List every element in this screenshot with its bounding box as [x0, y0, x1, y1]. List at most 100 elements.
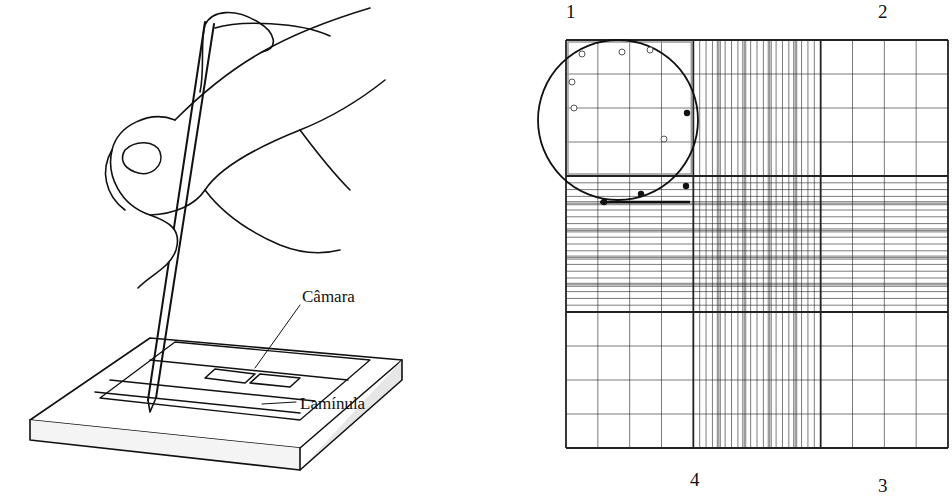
grid-line — [566, 447, 948, 449]
area-number: 2 — [878, 2, 888, 21]
grid-line — [821, 189, 948, 190]
part-name: Lamínula — [300, 395, 365, 412]
grid-line — [821, 228, 948, 229]
grid-line — [693, 196, 820, 197]
grid-line — [768, 312, 769, 448]
grid-line — [717, 176, 718, 312]
grid-line — [821, 286, 948, 287]
grid-line — [821, 201, 948, 202]
grid-line — [821, 223, 948, 224]
grid-line — [566, 286, 693, 287]
grid-line — [796, 312, 797, 448]
grid-line — [720, 176, 721, 312]
grid-line — [717, 312, 718, 448]
grid-line — [566, 74, 693, 75]
grid-line — [693, 210, 820, 211]
cell — [579, 51, 585, 57]
grid-line — [717, 40, 718, 176]
grid-line — [693, 305, 820, 306]
grid-line — [566, 271, 693, 272]
grid-line — [821, 346, 948, 347]
grid-line — [821, 257, 948, 258]
grid-line — [566, 380, 693, 381]
cell — [684, 110, 690, 116]
grid-line — [693, 346, 820, 347]
grid-line — [566, 283, 693, 284]
grid-line — [566, 228, 693, 229]
grid-line — [821, 298, 948, 299]
grid-line — [793, 40, 794, 176]
grid-line — [566, 175, 948, 177]
grid-line — [566, 305, 693, 306]
grid-line — [693, 216, 820, 217]
grid-line — [693, 259, 820, 260]
grid-line — [566, 230, 693, 231]
area-number: 3 — [878, 476, 888, 495]
neubauer-grid — [566, 40, 948, 448]
grid-line — [821, 244, 948, 245]
grid-line — [693, 142, 820, 143]
grid-line — [693, 414, 820, 415]
grid-line — [693, 74, 820, 75]
grid-line — [693, 228, 820, 229]
grid-line — [565, 40, 567, 448]
grid-line — [821, 210, 948, 211]
grid-line — [821, 271, 948, 272]
grid-line — [566, 284, 693, 285]
grid-line — [821, 264, 948, 265]
grid-line — [566, 196, 693, 197]
grid-line — [821, 142, 948, 143]
grid-line — [693, 223, 820, 224]
grid-line — [693, 203, 820, 204]
part-name: Câmara — [302, 288, 355, 305]
magnified-area — [538, 40, 698, 205]
grid-line — [793, 312, 794, 448]
grid-line — [745, 40, 746, 176]
grid-line — [566, 264, 693, 265]
count-boundary — [600, 201, 690, 204]
grid-line — [821, 196, 948, 197]
grid-line — [693, 231, 820, 232]
grid-line — [566, 216, 693, 217]
grid-line — [793, 176, 794, 312]
grid-line — [566, 204, 693, 205]
grid-line — [566, 210, 693, 211]
area-number: 4 — [690, 470, 700, 489]
grid-line — [771, 176, 772, 312]
grid-line — [566, 311, 948, 313]
area-number: 1 — [566, 2, 576, 21]
grid-line — [821, 259, 948, 260]
grid-line — [566, 237, 693, 238]
grid-line — [693, 237, 820, 238]
grid-line — [693, 291, 820, 292]
cell — [647, 47, 653, 53]
grid-line — [566, 278, 693, 279]
grid-line — [771, 40, 772, 176]
grid-line — [821, 231, 948, 232]
grid-line — [693, 286, 820, 287]
grid-line — [693, 108, 820, 109]
grid-line — [820, 40, 822, 448]
grid-line — [566, 231, 693, 232]
grid-line — [821, 283, 948, 284]
grid-line — [693, 256, 820, 257]
grid-line — [566, 244, 693, 245]
grid-line — [720, 40, 721, 176]
grid-line — [566, 257, 693, 258]
grid-line — [742, 312, 743, 448]
grid-line — [742, 40, 743, 176]
grid-line — [821, 74, 948, 75]
cell — [661, 136, 667, 142]
grid-line — [771, 312, 772, 448]
cell — [601, 199, 607, 205]
grid-line — [693, 230, 820, 231]
grid-line — [566, 414, 693, 415]
grid-line — [821, 230, 948, 231]
grid-line — [821, 203, 948, 204]
grid-line — [566, 223, 693, 224]
grid-line — [821, 237, 948, 238]
grid-line — [693, 278, 820, 279]
grid-line — [821, 291, 948, 292]
